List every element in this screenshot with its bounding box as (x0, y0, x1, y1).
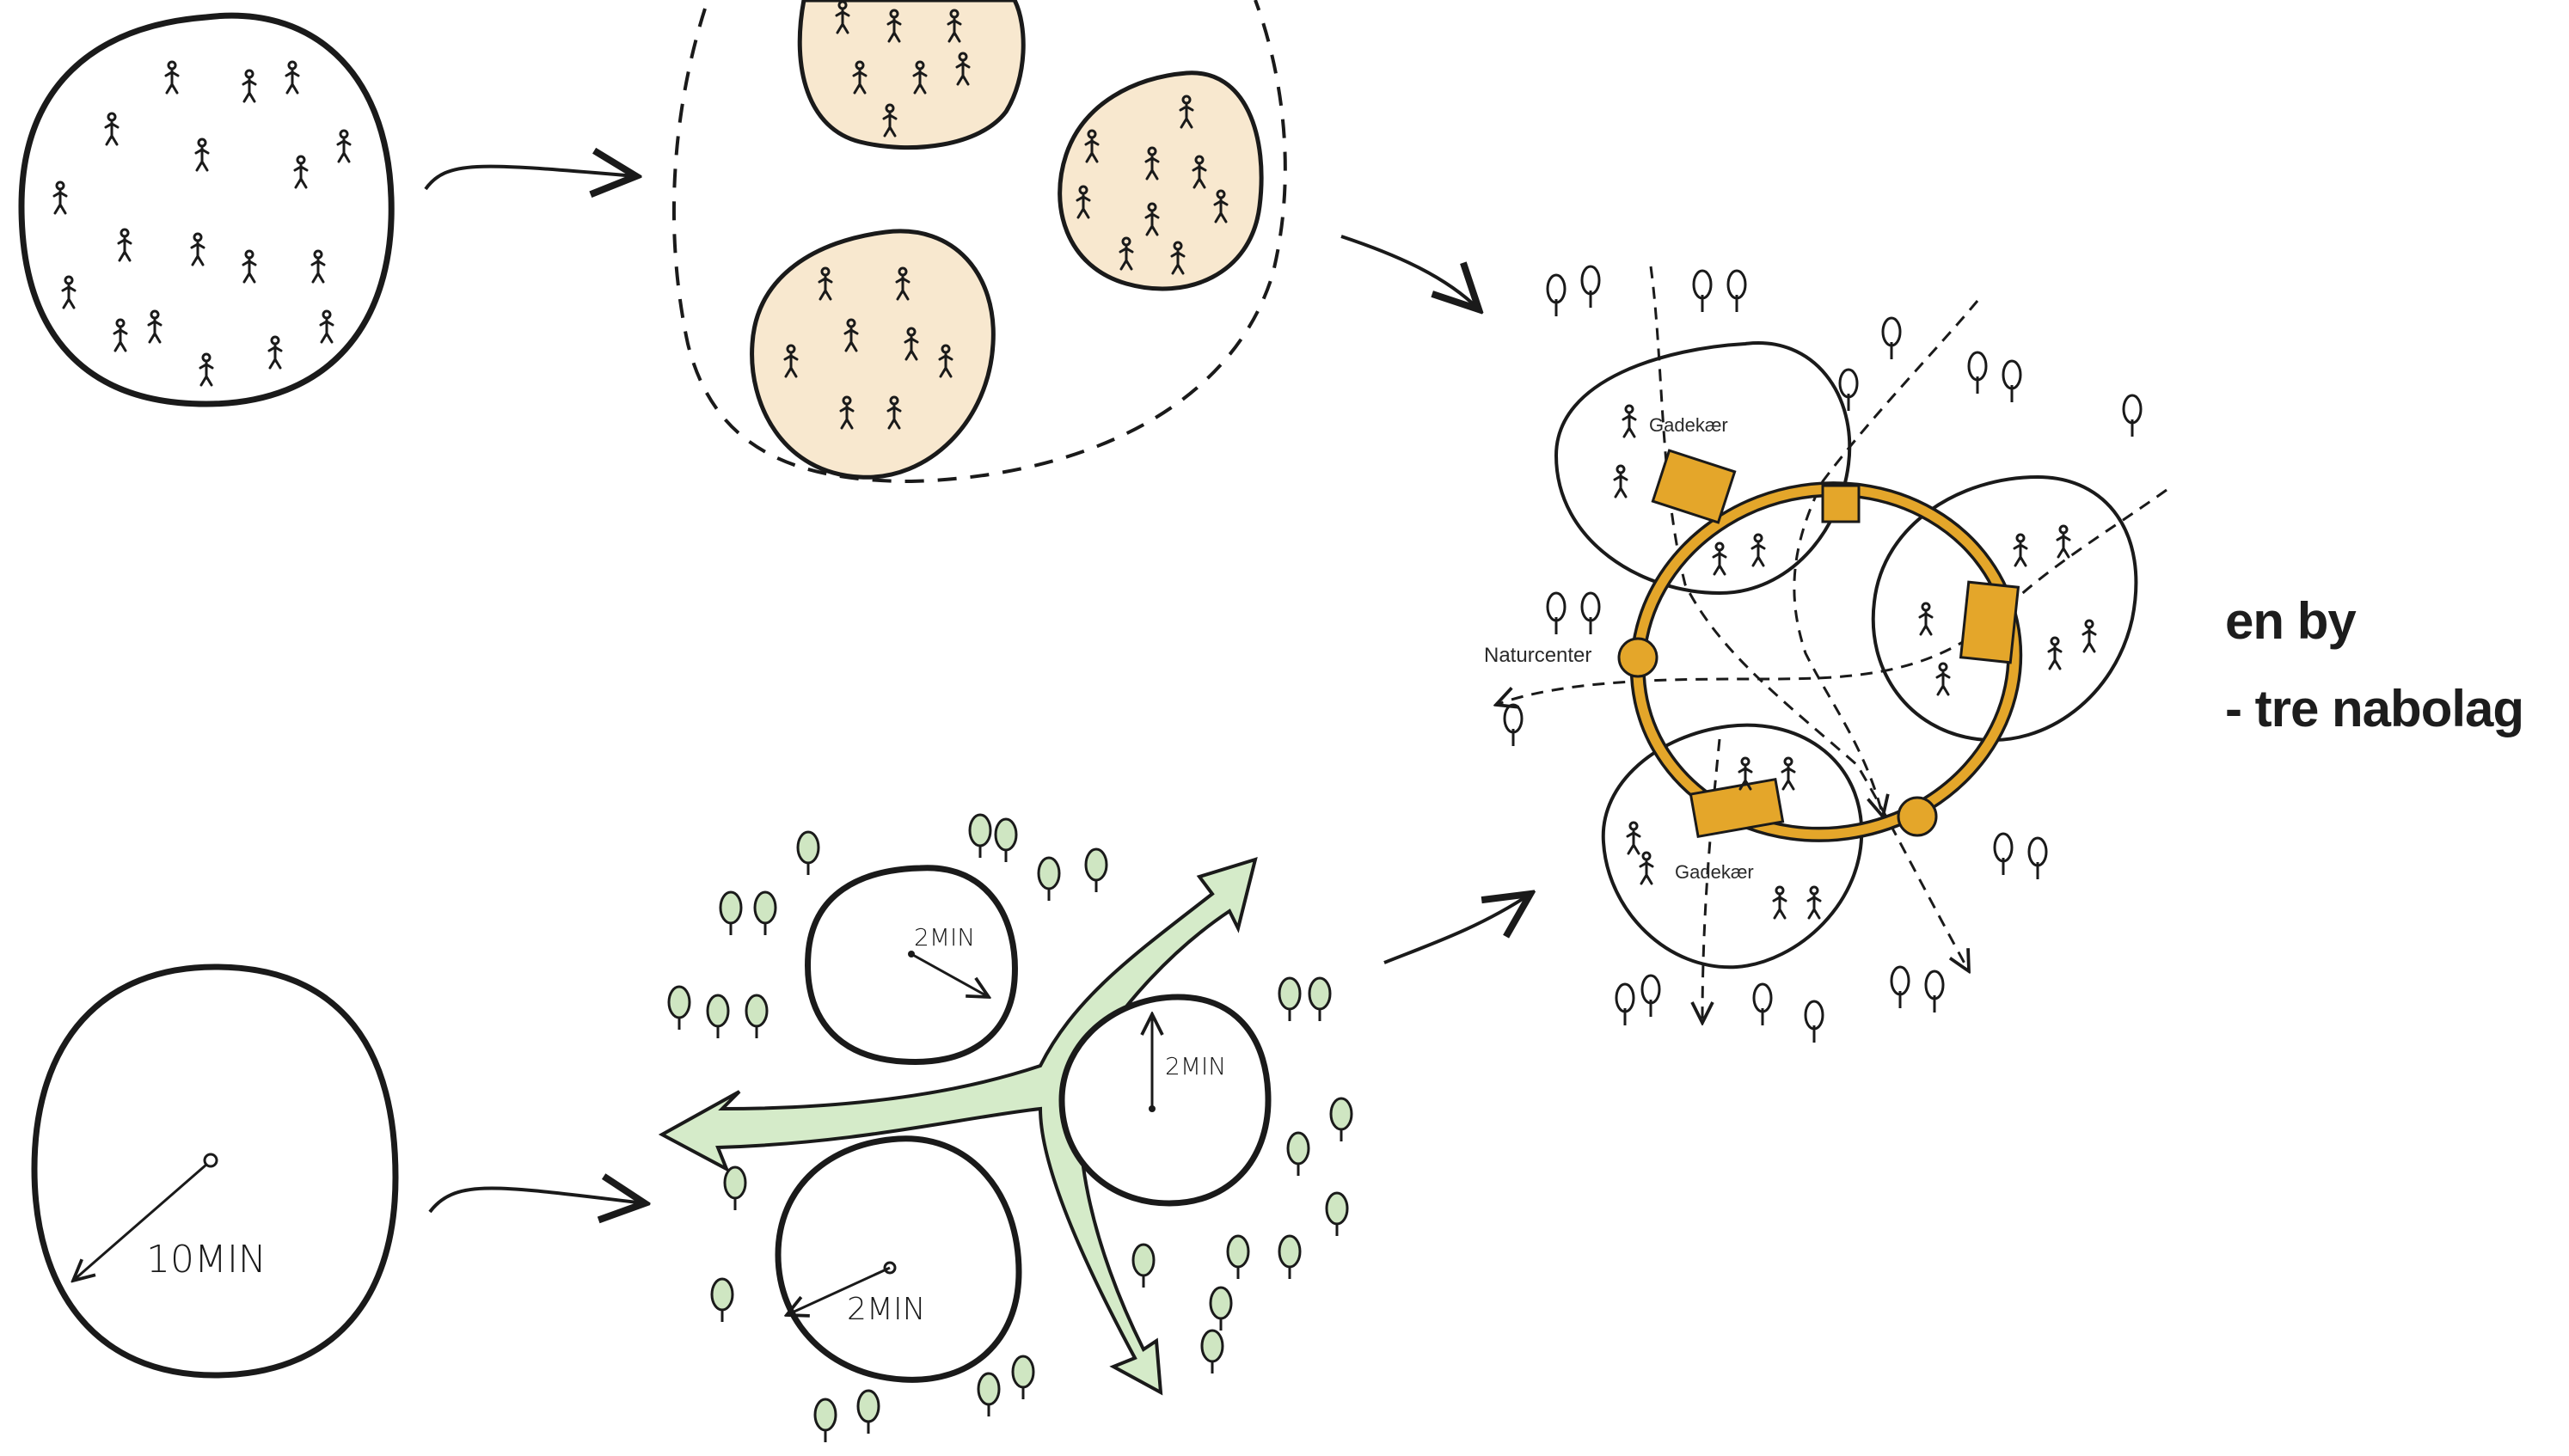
gadekaer-label-bottom: Gadekær (1675, 861, 1754, 883)
two-min-label-right: 2MIN (1165, 1052, 1226, 1080)
two-min-label-bottom: 2MIN (847, 1292, 926, 1327)
three-neighbourhoods-group (671, 0, 1287, 484)
final-plan-group: Gadekær Naturcenter Gadekær (1484, 265, 2167, 1044)
title-line-1: en by (2225, 592, 2357, 650)
two-min-label-top: 2MIN (914, 923, 975, 951)
green-network-plan: 2MIN 2MIN 2MIN (658, 813, 1353, 1444)
naturcenter-label: Naturcenter (1484, 644, 1591, 667)
arrow-icon (1340, 235, 1479, 309)
title-line-2: - tre nabolag (2225, 680, 2524, 737)
gadekaer-label-top: Gadekær (1649, 414, 1728, 436)
ten-minute-radius-circle: 10MIN (31, 964, 399, 1379)
ten-min-label: 10MIN (146, 1238, 267, 1282)
arrow-icon (424, 167, 636, 189)
arrow-icon (1383, 894, 1530, 964)
arrow-icon (428, 1189, 645, 1213)
city-crowd-circle (18, 12, 395, 407)
